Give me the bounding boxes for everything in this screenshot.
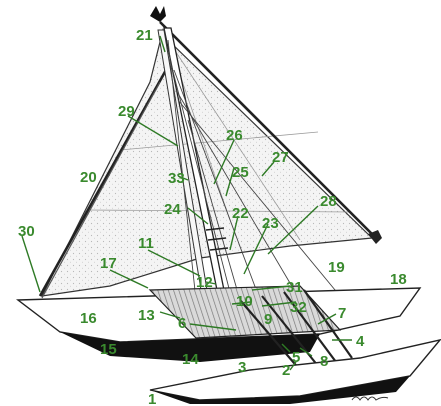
callout-11: 11 <box>138 235 154 252</box>
callout-3: 3 <box>238 359 246 376</box>
callout-18: 18 <box>390 271 407 288</box>
callout-7: 7 <box>338 305 346 322</box>
callout-4: 4 <box>356 333 365 350</box>
artist-signature <box>352 397 388 400</box>
callout-16: 16 <box>80 310 97 327</box>
callout-32: 32 <box>290 299 307 316</box>
callout-12: 12 <box>196 274 213 291</box>
callout-1: 1 <box>148 391 156 406</box>
callout-5: 5 <box>292 349 300 366</box>
callout-15: 15 <box>100 341 117 358</box>
callout-17: 17 <box>100 255 117 272</box>
callout-25: 25 <box>232 164 249 181</box>
callout-27: 27 <box>272 149 289 166</box>
callout-24: 24 <box>164 201 181 218</box>
callout-6: 6 <box>178 315 186 332</box>
callout-26: 26 <box>226 127 243 144</box>
callout-22: 22 <box>232 205 249 222</box>
callout-23: 23 <box>262 215 279 232</box>
callout-29: 29 <box>118 103 135 120</box>
callout-33: 33 <box>168 170 185 187</box>
callout-8: 8 <box>320 353 328 370</box>
callout-9: 9 <box>264 311 272 328</box>
callout-19: 19 <box>328 259 345 276</box>
callout-31: 31 <box>286 279 303 296</box>
callout-2: 2 <box>282 362 290 379</box>
pennant <box>150 6 166 22</box>
callout-21: 21 <box>136 27 153 44</box>
callout-14: 14 <box>182 351 199 368</box>
callout-10: 10 <box>236 293 253 310</box>
callout-28: 28 <box>320 193 337 210</box>
callout-13: 13 <box>138 307 155 324</box>
callout-20: 20 <box>80 169 97 186</box>
callout-30: 30 <box>18 223 35 240</box>
